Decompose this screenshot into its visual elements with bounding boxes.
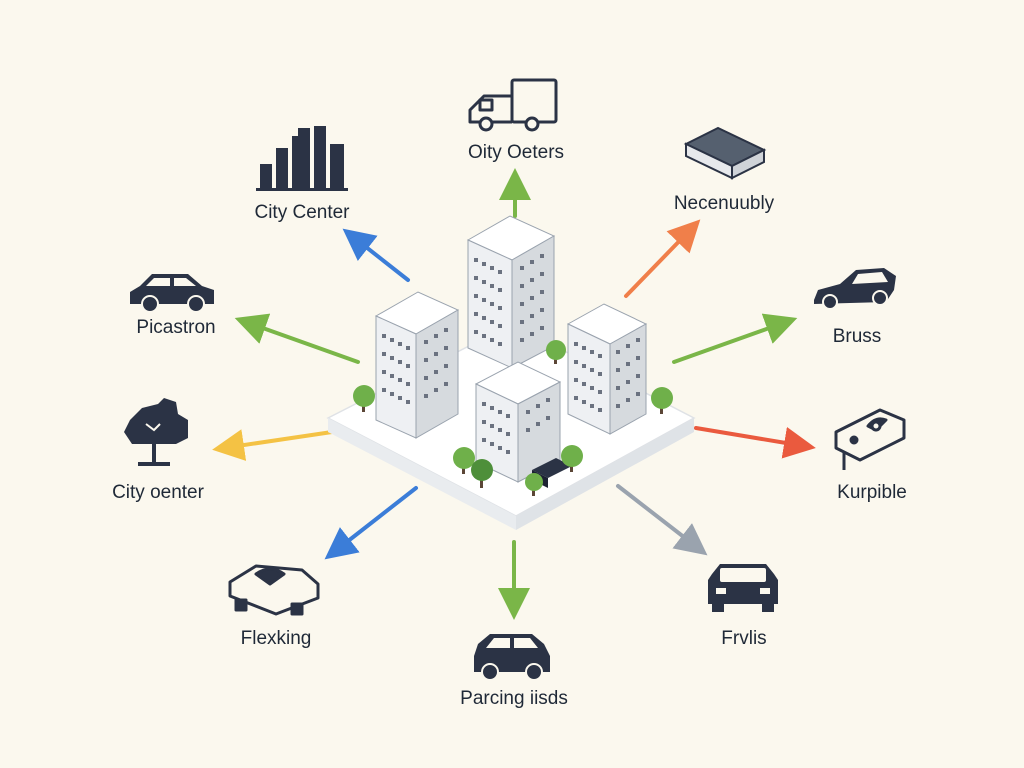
truck-icon <box>468 78 558 132</box>
city-buildings-icon <box>326 215 696 530</box>
node-label-bottom-left: Flexking <box>240 628 312 649</box>
sports-car-icon <box>814 268 896 310</box>
vehicle-pod-icon <box>834 408 906 470</box>
arrow-right-middle <box>694 426 816 459</box>
flex-vehicle-icon <box>228 564 320 616</box>
arrow-bottom-left <box>324 486 418 560</box>
connector-arrows <box>212 168 816 620</box>
car-front-icon <box>474 634 550 681</box>
arrow-bottom-right <box>616 484 708 556</box>
node-label-left-middle: City oenter <box>112 482 204 503</box>
box-icon <box>683 126 767 180</box>
arrow-right-upper <box>672 313 798 364</box>
node-label-city-center-top: City Center <box>254 202 350 223</box>
arrow-left-upper <box>234 313 360 364</box>
node-label-top: Oity Oeters <box>467 142 565 163</box>
arrow-top-right <box>624 219 701 298</box>
node-label-left-upper: Picastron <box>136 317 216 338</box>
node-label-top-right: Necenuubly <box>673 193 775 214</box>
node-label-right-upper: Bruss <box>832 326 882 347</box>
arrow-left-middle <box>212 429 334 461</box>
suv-front-icon <box>708 564 778 612</box>
sign-icon <box>124 398 188 466</box>
node-label-right-middle: Kurpible <box>837 482 907 503</box>
car-icon <box>130 274 214 313</box>
arrow-city-center-top <box>342 228 410 282</box>
skyline-icon <box>256 126 348 191</box>
node-label-bottom-right: Frvlis <box>721 628 767 649</box>
tree-icon <box>353 340 673 496</box>
node-label-bottom: Parcing iisds <box>460 688 568 709</box>
